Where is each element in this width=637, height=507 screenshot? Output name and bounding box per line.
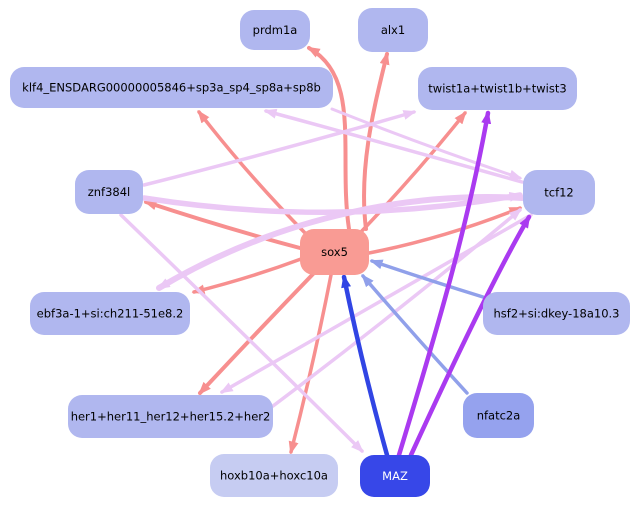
edge-klf4-tcf12 [330,107,523,180]
node-label-nfatc2a: nfatc2a [477,409,521,423]
node-label-ebf3a: ebf3a-1+si:ch211-51e8.2 [37,307,184,321]
node-shape-klf4[interactable] [10,67,333,108]
node-klf4[interactable]: klf4_ENSDARG00000005846+sp3a_sp4_sp8a+sp… [10,67,333,108]
edge-hsf2-sox5 [369,259,485,299]
edges-layer [119,46,533,458]
edge-sox5-hoxb10a [288,273,333,455]
node-hoxb10a[interactable]: hoxb10a+hoxc10a [210,454,338,497]
edge-tcf12-klf4 [263,108,524,184]
edge-nfatc2a-sox5 [361,274,469,395]
edge-sox5-twist1a [358,111,467,235]
node-alx1[interactable]: alx1 [358,8,428,52]
edge-sox5-prdm1a [306,46,351,231]
node-shape-MAZ[interactable] [360,455,430,497]
node-ebf3a[interactable]: ebf3a-1+si:ch211-51e8.2 [30,292,190,335]
edge-sox5-ebf3a [191,257,303,295]
node-shape-hoxb10a[interactable] [210,454,338,497]
node-label-hsf2: hsf2+si:dkey-18a10.3 [493,307,619,321]
node-label-tcf12: tcf12 [544,186,574,200]
node-shape-hsf2[interactable] [483,292,630,335]
node-label-hoxb10a: hoxb10a+hoxc10a [220,469,328,483]
node-tcf12[interactable]: tcf12 [523,170,595,215]
node-shape-tcf12[interactable] [523,170,595,215]
node-label-prdm1a: prdm1a [253,23,298,37]
node-znf384l[interactable]: znf384l [75,170,143,214]
node-shape-znf384l[interactable] [75,170,143,214]
edge-MAZ-sox5 [341,274,390,458]
node-shape-her1[interactable] [68,395,273,438]
edge-sox5-alx1 [362,51,390,231]
node-label-znf384l: znf384l [88,185,131,199]
node-label-twist1a: twist1a+twist1b+twist3 [428,82,566,96]
edge-MAZ-tcf12 [408,214,532,458]
node-nfatc2a[interactable]: nfatc2a [463,393,534,438]
edge-znf384l-MAZ [119,213,364,453]
node-label-sox5: sox5 [321,245,348,259]
node-shape-sox5[interactable] [300,229,369,275]
edge-sox5-klf4 [197,110,308,236]
edge-znf384l-twist1a [142,110,417,187]
node-shape-ebf3a[interactable] [30,292,190,335]
edge-tcf12-her1 [219,213,533,394]
node-sox5[interactable]: sox5 [300,229,369,275]
node-label-klf4: klf4_ENSDARG00000005846+sp3a_sp4_sp8a+sp… [22,81,321,95]
node-label-alx1: alx1 [381,23,405,37]
node-shape-nfatc2a[interactable] [463,393,534,438]
edge-sox5-tcf12 [367,206,523,255]
node-MAZ[interactable]: MAZ [360,455,430,497]
edge-MAZ-twist1a [396,110,492,458]
node-hsf2[interactable]: hsf2+si:dkey-18a10.3 [483,292,630,335]
edge-sox5-znf384l [143,200,302,250]
node-prdm1a[interactable]: prdm1a [240,10,310,50]
edge-sox5-her1 [198,271,316,395]
node-shape-prdm1a[interactable] [240,10,310,50]
node-twist1a[interactable]: twist1a+twist1b+twist3 [418,67,577,110]
node-shape-twist1a[interactable] [418,67,577,110]
node-her1[interactable]: her1+her11_her12+her15.2+her2 [68,395,273,438]
edge-her1-tcf12 [271,208,522,408]
node-shape-alx1[interactable] [358,8,428,52]
nodes-layer: prdm1a alx1 klf4_ENSDARG00000005846+sp3a_s… [10,8,630,497]
node-label-her1: her1+her11_her12+her15.2+her2 [71,410,271,424]
node-label-MAZ: MAZ [382,469,408,483]
